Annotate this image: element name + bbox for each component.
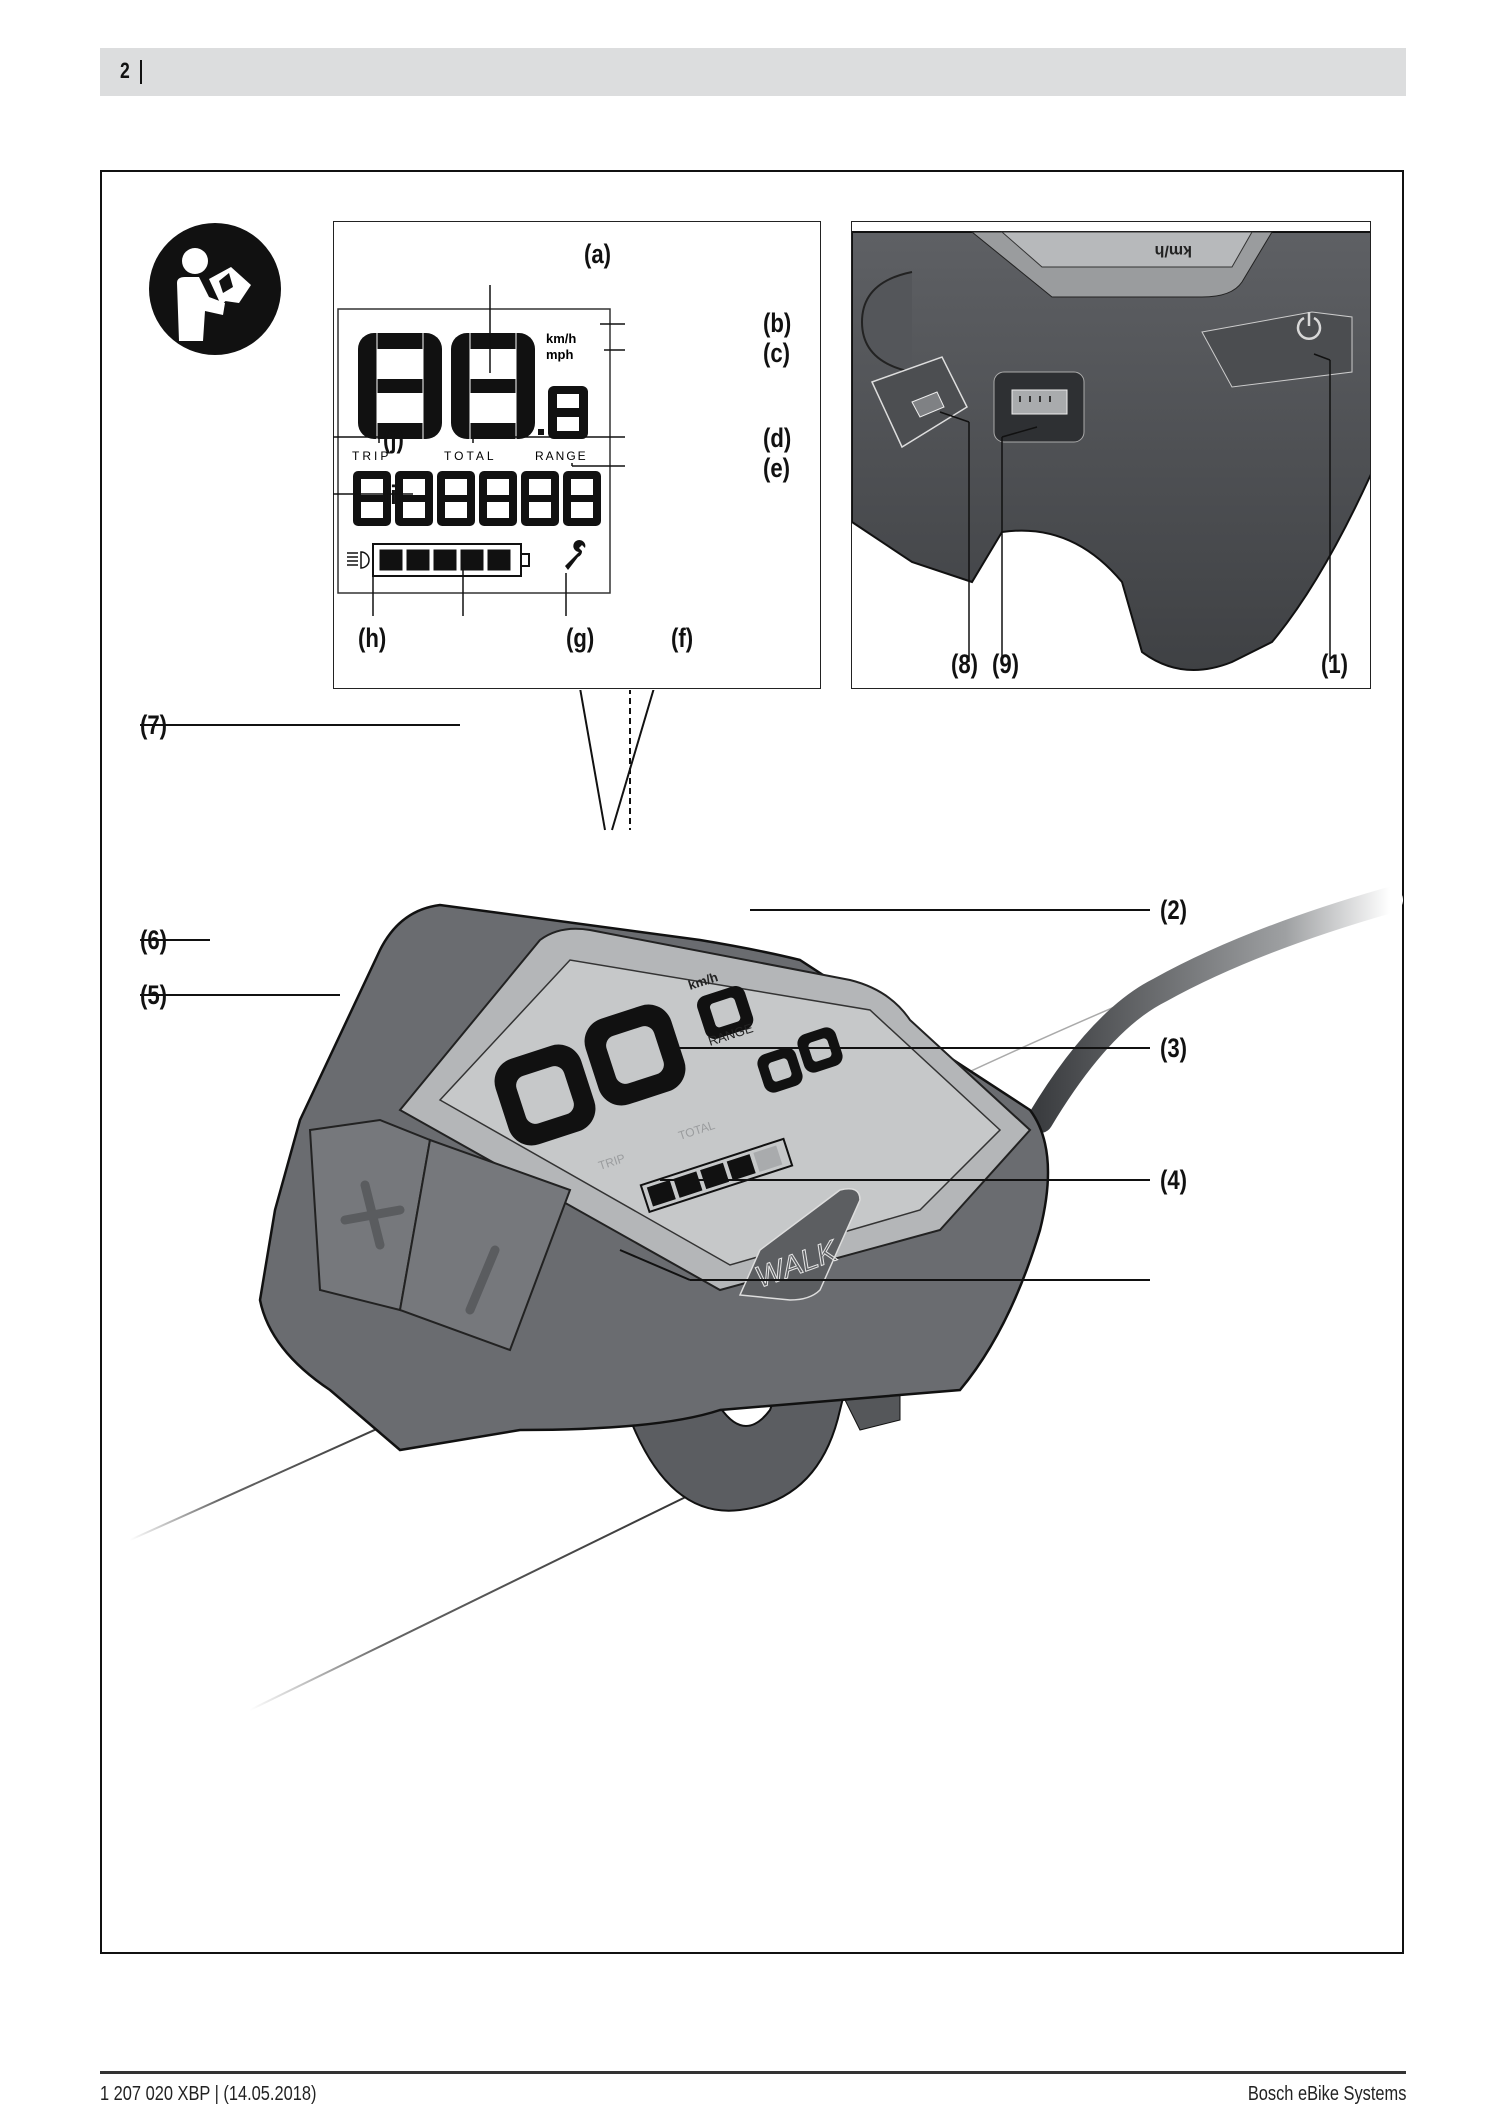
callout-2: (2) — [1160, 895, 1188, 925]
speed-digit-2 — [451, 333, 535, 439]
screen-battery-outline — [639, 1137, 794, 1214]
battery-segment — [379, 549, 403, 571]
walk-button-shape — [738, 1188, 861, 1301]
odometer-display — [353, 471, 601, 526]
callout-g: (g) — [566, 623, 595, 653]
ports-detail-panel: km/h — [851, 221, 1371, 689]
odometer-digit — [521, 471, 559, 526]
battery-segments — [379, 549, 511, 571]
odometer-digit — [479, 471, 517, 526]
minus-button-shape — [398, 1138, 572, 1352]
unit-mph: mph — [546, 347, 574, 362]
speed-decimal-digit — [548, 386, 588, 439]
callout-5: (5) — [140, 980, 168, 1010]
callout-b: (b) — [763, 308, 792, 338]
callout-1-detail: (1) — [1321, 649, 1349, 679]
decimal-point — [538, 429, 544, 435]
battery-segment — [433, 549, 457, 571]
callout-6: (6) — [140, 925, 168, 955]
odometer-digit — [395, 471, 433, 526]
figure-frame — [100, 170, 1404, 1954]
page-number: 2 — [120, 58, 130, 83]
power-icon — [1296, 312, 1322, 341]
main-device-drawing: RANGE km/h TRIP TOTAL WALK — [129, 690, 1403, 1711]
unit-kmh: km/h — [546, 331, 576, 346]
mode-range-label: RANGE — [535, 449, 588, 463]
power-button — [1201, 311, 1353, 388]
page-number-divider — [140, 60, 142, 84]
ports-unit-kmh: km/h — [1155, 242, 1192, 259]
callout-4: (4) — [1160, 1165, 1188, 1195]
lcd-detail-drawing: km/h mph TRIP TOTAL RANGE — [333, 285, 625, 616]
callout-a: (a) — [584, 239, 612, 269]
lcd-detail-panel — [333, 221, 821, 689]
mode-trip-label: TRIP — [352, 449, 391, 463]
screen-battery — [639, 1137, 794, 1214]
battery-segment — [487, 549, 511, 571]
screen-battery-segment — [700, 1162, 730, 1190]
mode-total-label: TOTAL — [444, 449, 497, 463]
odometer-digit — [353, 471, 391, 526]
display-screen — [438, 959, 1002, 1266]
speed-digit-1 — [358, 333, 442, 439]
battery-segment — [406, 549, 430, 571]
footer-rule — [100, 2071, 1406, 2074]
callout-j: (j) — [383, 424, 404, 454]
odometer-digit — [437, 471, 475, 526]
battery-icon — [372, 543, 530, 577]
battery-segment — [460, 549, 484, 571]
callout-i: (i) — [383, 480, 404, 510]
handlebar-edge-bottom — [249, 1489, 701, 1711]
screen-battery-segment — [673, 1171, 703, 1198]
callout-9-detail: (9) — [992, 649, 1020, 679]
minus-icon — [465, 1245, 500, 1315]
page-header-band: 2 — [100, 48, 1406, 96]
odometer-digit — [563, 471, 601, 526]
cable — [1027, 887, 1403, 1133]
callout-8-detail: (8) — [951, 649, 979, 679]
plus-icon — [340, 1180, 405, 1250]
screen-battery-segment — [726, 1154, 756, 1181]
callout-3: (3) — [1160, 1033, 1188, 1063]
read-manual-icon — [149, 223, 281, 355]
callout-7: (7) — [140, 710, 168, 740]
light-icon — [347, 551, 370, 569]
lcd-outline — [337, 308, 611, 594]
screen-battery-segment — [753, 1145, 783, 1172]
callout-e: (e) — [763, 453, 791, 483]
ports-detail-drawing: km/h — [852, 222, 1370, 688]
wrench-icon — [565, 540, 586, 570]
usb-cover-plug — [911, 391, 945, 418]
callout-d: (d) — [763, 423, 792, 453]
callout-c: (c) — [763, 338, 791, 368]
callout-h: (h) — [358, 623, 387, 653]
callout-f: (f) — [671, 623, 694, 653]
footer-brand: Bosch eBike Systems — [1247, 2083, 1406, 2105]
footer-doc-reference: 1 207 020 XBP | (14.05.2018) — [100, 2083, 317, 2105]
screen-battery-segment — [646, 1180, 676, 1207]
